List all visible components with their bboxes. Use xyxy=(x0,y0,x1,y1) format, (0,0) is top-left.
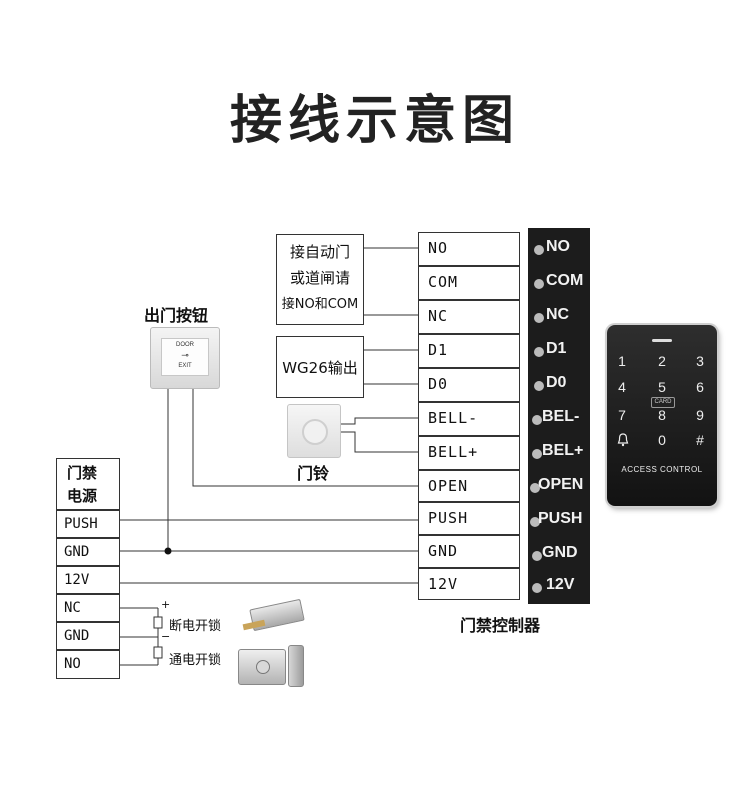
wire-bell-minus xyxy=(340,417,418,425)
key-3: 3 xyxy=(696,353,704,369)
terminal-gnd: GND xyxy=(418,535,520,568)
lock-no-label: 通电开锁 xyxy=(169,653,222,668)
key-icon: ⊸ xyxy=(181,351,189,361)
lock-plus-sign: + xyxy=(161,598,171,611)
page-title: 接线示意图 xyxy=(229,91,520,151)
keypad-device: 1 2 3 4 5 6 CARD 7 8 9 0 # ACCESS CONTRO… xyxy=(607,325,717,506)
terminal-bell-plus: BELL+ xyxy=(418,436,520,470)
key-2: 2 xyxy=(658,353,666,369)
strip-screw xyxy=(530,517,540,527)
strip-label-12v: 12V xyxy=(546,576,575,593)
keyhole-icon xyxy=(256,660,270,674)
terminal-open: OPEN xyxy=(418,470,520,502)
terminal-no: NO xyxy=(418,232,520,266)
controller-label: 门禁控制器 xyxy=(460,616,541,635)
key-1: 1 xyxy=(618,353,626,369)
auto-door-note-line-1: 接自动门 xyxy=(289,243,350,261)
power-terminal-no: NO xyxy=(56,650,120,679)
power-terminal-push: PUSH xyxy=(56,510,120,538)
electric-lock-image xyxy=(236,645,308,689)
strip-screw xyxy=(534,245,544,255)
key-8: 8 xyxy=(658,407,666,423)
strip-screw xyxy=(534,313,544,323)
lock-minus-sign: − xyxy=(161,630,171,643)
exit-button-exit-text: EXIT xyxy=(178,363,192,369)
strip-label-d0: D0 xyxy=(546,374,567,391)
power-supply-title: 门禁 电源 xyxy=(56,458,120,510)
strip-screw xyxy=(532,583,542,593)
doorbell-device xyxy=(287,404,341,458)
key-7: 7 xyxy=(618,407,626,423)
power-terminal-12v: 12V xyxy=(56,566,120,594)
bell-icon xyxy=(617,433,629,447)
lock-no-symbol xyxy=(153,646,163,659)
auto-door-note-line-3: 接NO和COM xyxy=(281,297,359,312)
wire-bell-plus xyxy=(340,431,418,453)
power-title-line-1: 门禁 xyxy=(67,464,98,482)
strip-label-bel-minus: BEL- xyxy=(542,408,580,425)
strip-screw xyxy=(532,415,542,425)
key-hash: # xyxy=(696,432,704,448)
exit-button-door-text: DOOR xyxy=(176,342,194,348)
strip-label-open: OPEN xyxy=(538,476,584,493)
power-terminal-lock-gnd: GND xyxy=(56,622,120,650)
speaker-icon xyxy=(302,419,328,445)
strip-screw xyxy=(532,449,542,459)
card-reader-icon: CARD xyxy=(651,397,675,408)
wire-exit-open xyxy=(192,386,418,487)
strip-screw xyxy=(534,279,544,289)
strip-label-nc: NC xyxy=(546,306,570,323)
key-0: 0 xyxy=(658,432,666,448)
electric-lock-strike xyxy=(288,645,304,687)
terminal-strip-photo: NO COM NC D1 D0 BEL- BEL+ OPEN PUSH GND … xyxy=(528,228,590,604)
key-5: 5 xyxy=(658,379,666,395)
key-4: 4 xyxy=(618,379,626,395)
strip-label-bel-plus: BEL+ xyxy=(542,442,584,459)
power-title-line-2: 电源 xyxy=(67,487,98,505)
strip-screw xyxy=(534,347,544,357)
terminal-d0: D0 xyxy=(418,368,520,402)
strip-label-push: PUSH xyxy=(538,510,583,527)
terminal-push: PUSH xyxy=(418,502,520,535)
junction-dot xyxy=(164,547,172,555)
exit-button-face: DOOR ⊸ EXIT xyxy=(161,338,209,376)
strip-screw xyxy=(534,381,544,391)
terminal-12v: 12V xyxy=(418,568,520,600)
power-terminal-gnd: GND xyxy=(56,538,120,566)
strip-label-no: NO xyxy=(546,238,570,255)
key-9: 9 xyxy=(696,407,704,423)
wg26-label: WG26输出 xyxy=(282,359,358,377)
strip-label-gnd: GND xyxy=(542,544,578,561)
auto-door-note-line-2: 或道闸请 xyxy=(289,269,350,287)
terminal-com: COM xyxy=(418,266,520,300)
lock-nc-label: 断电开锁 xyxy=(169,619,222,634)
strip-screw xyxy=(532,551,542,561)
strip-label-com: COM xyxy=(546,272,584,289)
power-terminal-nc: NC xyxy=(56,594,120,622)
brand-text: ACCESS CONTROL xyxy=(621,465,703,474)
electric-lock-body xyxy=(238,649,286,685)
exit-button-label: 出门按钮 xyxy=(144,306,209,325)
key-6: 6 xyxy=(696,379,704,395)
wg26-output-box: WG26输出 xyxy=(276,336,364,398)
exit-button-device: DOOR ⊸ EXIT xyxy=(150,327,220,389)
terminal-nc: NC xyxy=(418,300,520,334)
strip-label-d1: D1 xyxy=(546,340,567,357)
strip-screw xyxy=(530,483,540,493)
bolt-lock-image xyxy=(241,598,305,642)
terminal-bell-minus: BELL- xyxy=(418,402,520,436)
auto-door-note: 接自动门 或道闸请 接NO和COM xyxy=(276,234,364,325)
doorbell-label: 门铃 xyxy=(297,464,330,483)
terminal-d1: D1 xyxy=(418,334,520,368)
indicator-light xyxy=(652,339,672,342)
lock-nc-symbol xyxy=(153,616,163,629)
